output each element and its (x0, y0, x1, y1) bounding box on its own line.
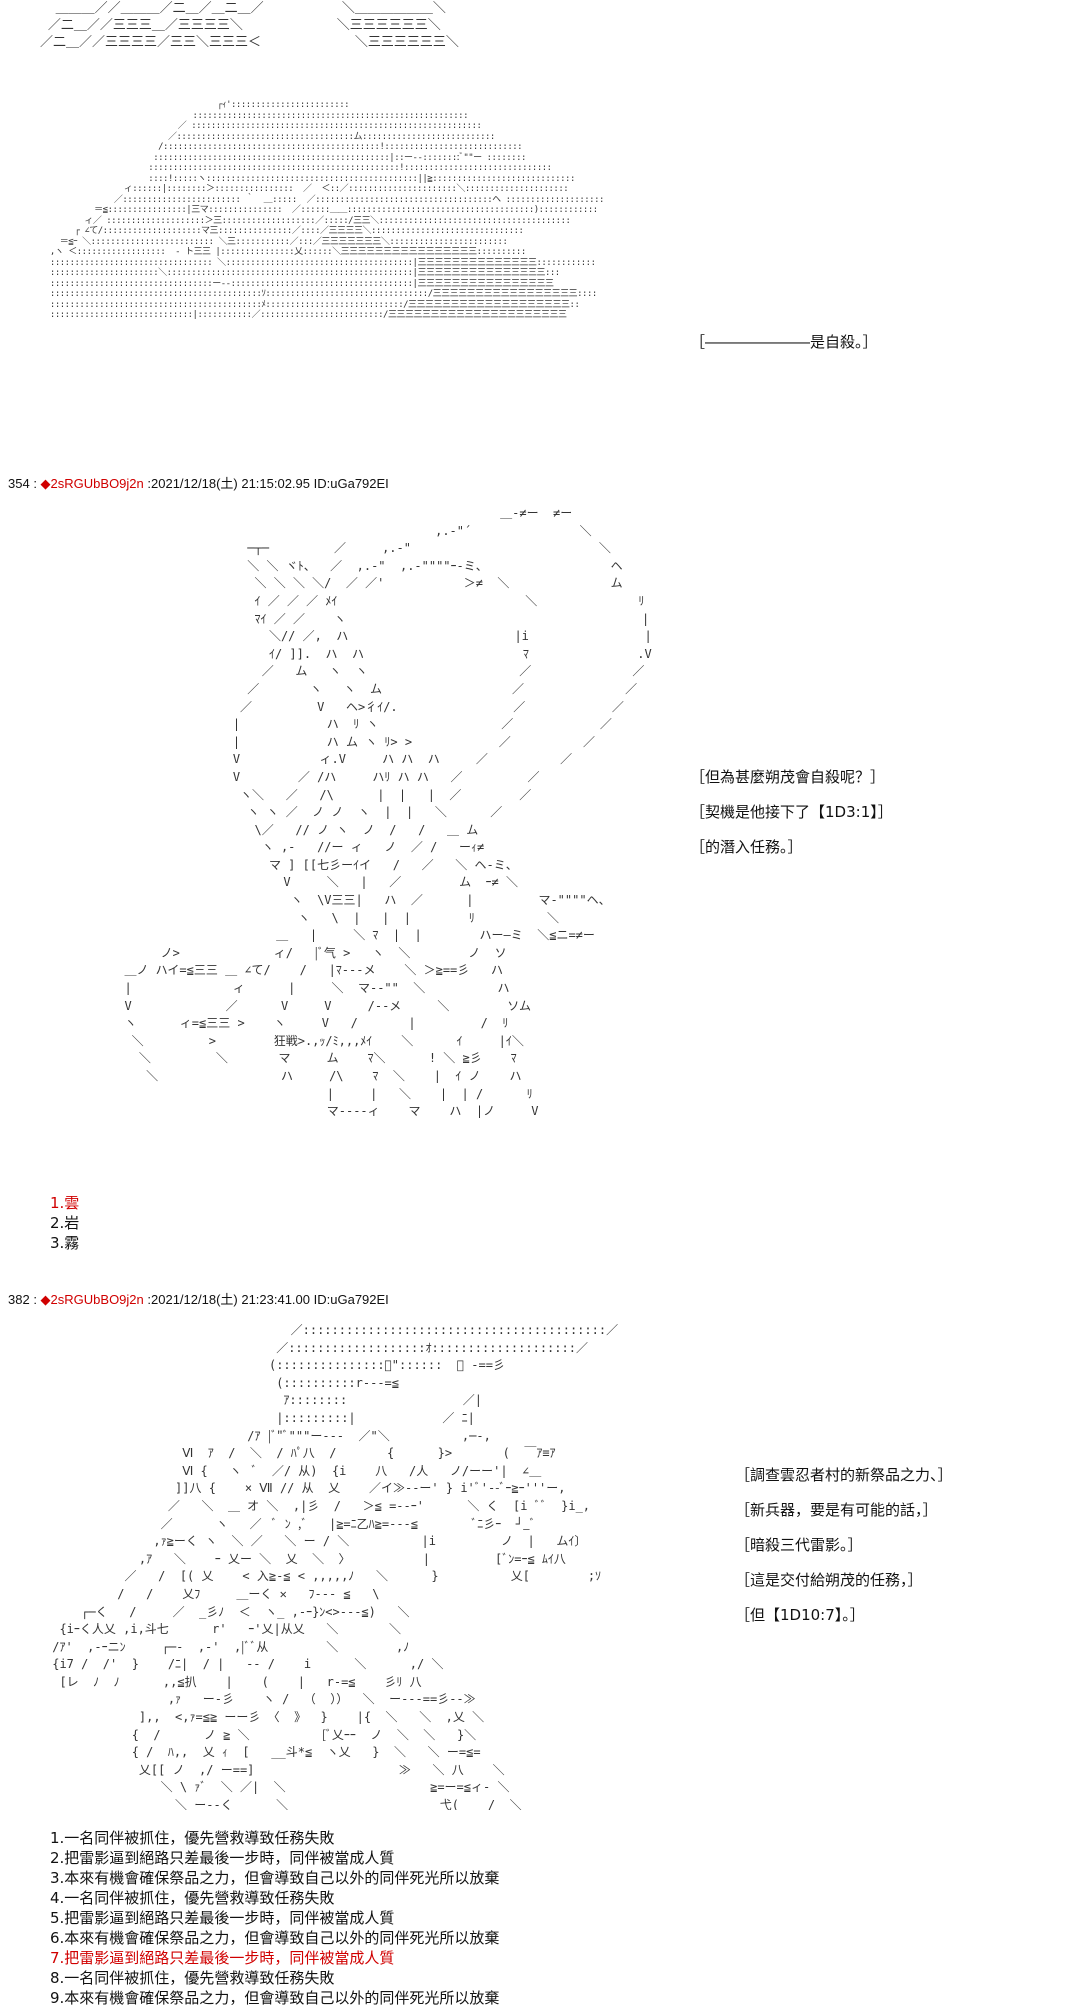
post-number: 354 (8, 476, 30, 491)
choice-item-highlighted: 1.雲 (50, 1194, 80, 1212)
caption-line: ［暗殺三代雷影。］ (735, 1536, 863, 1554)
choice-item: 9.本來有機會確保祭品之力，但會導致自己以外的同伴死光所以放棄 (50, 1989, 500, 2007)
caption-line: ［這是交付給朔茂的任務，］ (735, 1571, 923, 1589)
post-datetime: 2021/12/18(土) 21:23:41.00 (151, 1292, 311, 1307)
choice-item: 5.把雷影逼到絕路只差最後一步時，同伴被當成人質 (50, 1909, 395, 1927)
post-datetime: 2021/12/18(土) 21:15:02.95 (151, 476, 311, 491)
ascii-art-figure-suicide: ┌ｨ':::::::::::::::::::::::: ::::::::::::… (49, 100, 605, 320)
ascii-art-sakumo-blade: ＿‐≠ー ≠ー ,.‐"´ ＼ ─┬─ ／ ,.‐" ＼ ＼ ＼ ヾﾄ、 ／ ,… (124, 506, 652, 1119)
caption-line: ［的潛入任務。］ (690, 838, 803, 856)
choice-item: 2.岩 (50, 1214, 80, 1232)
choice-list-354: 1.雲 2.岩 3.霧 (50, 1193, 79, 1253)
caption-line: ［但【1D10:7】。］ (735, 1606, 865, 1624)
tripcode[interactable]: ◆2sRGUbBO9j2n (40, 1292, 144, 1307)
post-id[interactable]: ID:uGa792EI (313, 1292, 389, 1307)
choice-item: 2.把雷影逼到絕路只差最後一步時，同伴被當成人質 (50, 1849, 395, 1867)
caption-line: ［調查雲忍者村的新祭品之力、］ (735, 1466, 953, 1484)
choice-item: 1.一名同伴被抓住，優先營救導致任務失敗 (50, 1829, 335, 1847)
caption-line: ［契機是他接下了【1D3:1】］ (690, 803, 893, 821)
caption-line: ［新兵器，要是有可能的話，］ (735, 1501, 938, 1519)
post-number: 382 (8, 1292, 30, 1307)
choice-list-382: 1.一名同伴被抓住，優先營救導致任務失敗 2.把雷影逼到絕路只差最後一步時，同伴… (50, 1828, 499, 2008)
choice-item: 3.本來有機會確保祭品之力，但會導致自己以外的同伴死光所以放棄 (50, 1869, 500, 1887)
caption-354: ［但為甚麼朔茂會自殺呢？］ ［契機是他接下了【1D3:1】］ ［的潛入任務。］ (690, 760, 893, 865)
post-header-354: 354 : ◆2sRGUbBO9j2n :2021/12/18(土) 21:15… (8, 476, 389, 491)
choice-item-highlighted: 7.把雷影逼到絕路只差最後一步時，同伴被當成人質 (50, 1949, 395, 1967)
caption-suicide: ［―――――――是自殺。］ (690, 325, 878, 360)
tripcode[interactable]: ◆2sRGUbBO9j2n (40, 476, 144, 491)
ascii-art-top-fragment: ＿＿＿／／＿＿＿／二＿／＿二＿／ ＼＿＿＿＿＿＿＼ ／二＿／／三三三＿／三三三三… (40, 1, 459, 50)
caption-line: ［但為甚麼朔茂會自殺呢？］ (690, 768, 886, 786)
choice-item: 8.一名同伴被抓住，優先營救導致任務失敗 (50, 1969, 335, 1987)
choice-item: 3.霧 (50, 1234, 80, 1252)
ascii-art-raikage-battle: ／:::::::::::::::::::::::::::::::::::::::… (52, 1323, 619, 1810)
post-header-382: 382 : ◆2sRGUbBO9j2n :2021/12/18(土) 21:23… (8, 1292, 389, 1307)
caption-382: ［調查雲忍者村的新祭品之力、］ ［新兵器，要是有可能的話，］ ［暗殺三代雷影。］… (735, 1458, 953, 1633)
choice-item: 4.一名同伴被抓住，優先營救導致任務失敗 (50, 1889, 335, 1907)
choice-item: 6.本來有機會確保祭品之力，但會導致自己以外的同伴死光所以放棄 (50, 1929, 500, 1947)
caption-line: ［―――――――是自殺。］ (690, 333, 878, 351)
post-id[interactable]: ID:uGa792EI (313, 476, 389, 491)
